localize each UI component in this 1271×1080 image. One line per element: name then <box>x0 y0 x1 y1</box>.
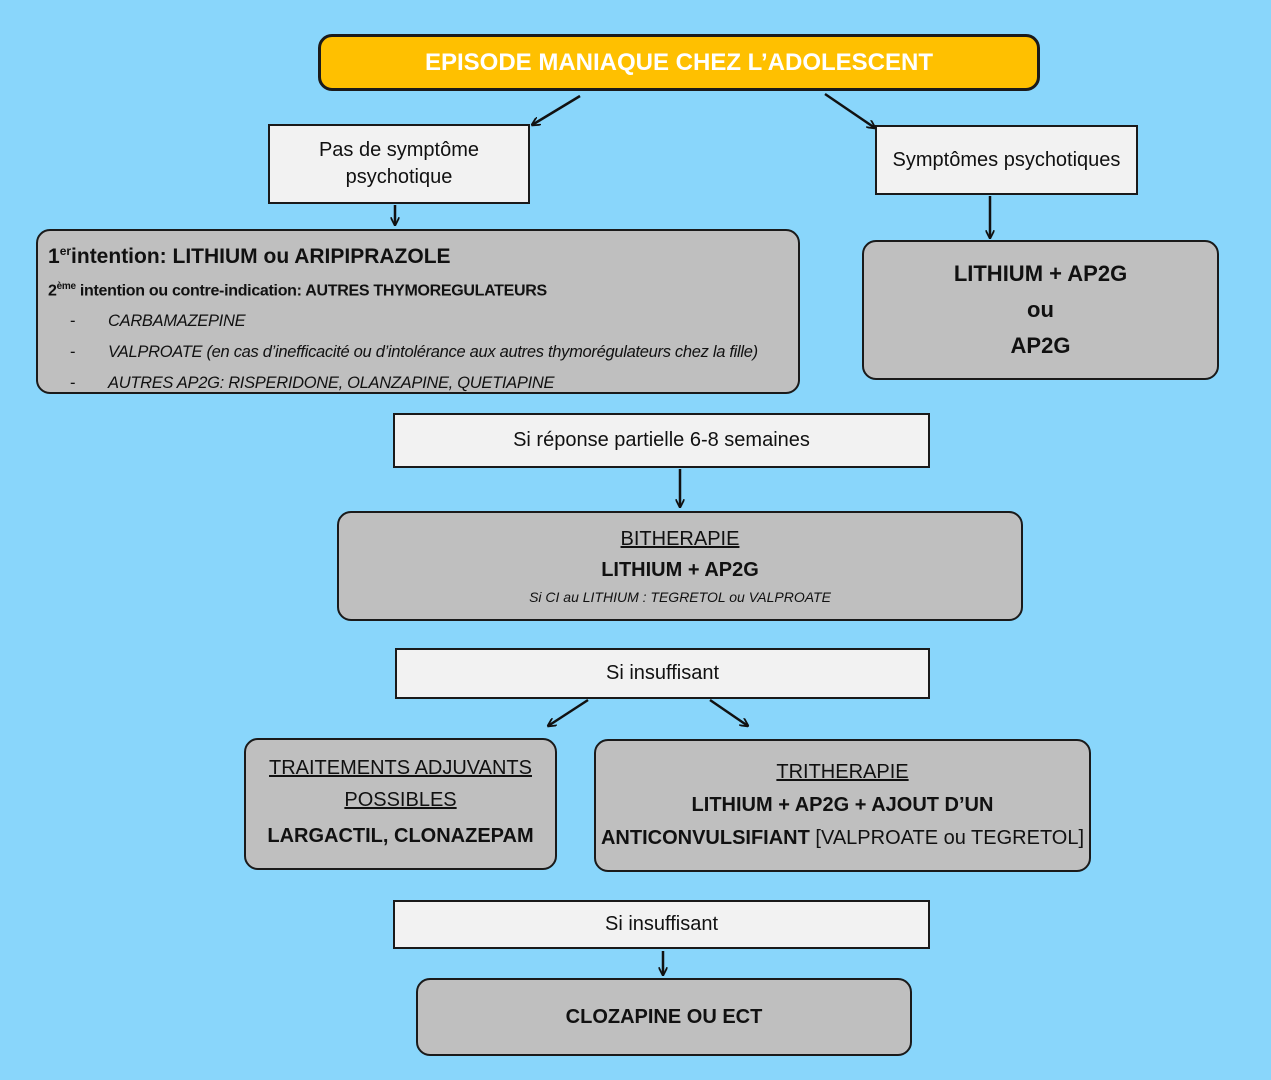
arrow-title-to-right <box>824 92 875 128</box>
partial-response-label: Si réponse partielle 6-8 semaines <box>513 429 810 451</box>
tritherapie-options: [VALPROATE ou TEGRETOL] <box>809 827 1085 849</box>
insufficient-box-2: Si insuffisant <box>393 900 930 949</box>
first-intention-number: 1 <box>48 245 60 268</box>
list-item-text: AUTRES AP2G: RISPERIDONE, OLANZAPINE, QU… <box>108 374 555 393</box>
insufficient-label-2: Si insuffisant <box>604 913 719 935</box>
first-intention-line: 1erintention: LITHIUM ou ARIPIPRAZOLE <box>48 236 798 272</box>
list-item: - AUTRES AP2G: RISPERIDONE, OLANZAPINE, Q… <box>48 368 798 399</box>
psychotic-treatment-line2: ou <box>1027 297 1054 322</box>
adjuvant-drugs: LARGACTIL, CLONAZEPAM <box>267 825 534 847</box>
tritherapie-line2: ANTICONVULSIFIANT [VALPROATE ou TEGRETOL… <box>601 822 1084 855</box>
second-intention-text: intention ou contre-indication: AUTRES T… <box>75 282 547 300</box>
arrow-title-to-left <box>532 94 581 125</box>
title-box: EPISODE MANIAQUE CHEZ L’ADOLESCENT <box>318 34 1040 91</box>
bitherapie-main: LITHIUM + AP2G <box>601 559 759 581</box>
first-intention-text: intention: LITHIUM ou ARIPIPRAZOLE <box>71 245 451 268</box>
bitherapie-box: BITHERAPIE LITHIUM + AP2G Si CI au LITHI… <box>337 511 1023 621</box>
second-intention-sup: ème <box>56 281 76 292</box>
list-bullet: - <box>70 343 76 362</box>
list-item: - CARBAMAZEPINE <box>48 306 798 337</box>
no-psychotic-symptom-box: Pas de symptôme psychotique <box>268 124 530 204</box>
tritherapie-anticonvulsant: ANTICONVULSIFIANT <box>600 827 810 849</box>
psychotic-treatment-box: LITHIUM + AP2G ou AP2G <box>862 240 1219 380</box>
bitherapie-note: Si CI au LITHIUM : TEGRETOL ou VALPROATE <box>529 589 831 605</box>
adjuvant-treatments-box: TRAITEMENTS ADJUVANTS POSSIBLES LARGACTI… <box>244 738 557 870</box>
no-psychotic-symptom-label: Pas de symptôme psychotique <box>318 139 480 188</box>
tritherapie-heading: TRITHERAPIE <box>776 761 909 783</box>
psychotic-symptoms-box: Symptômes psychotiques <box>875 125 1138 195</box>
psychotic-symptoms-label: Symptômes psychotiques <box>892 148 1121 171</box>
second-intention-number: 2 <box>48 282 57 300</box>
arrow-insufficient-to-adjuvants <box>548 698 589 726</box>
list-item-text: VALPROATE (en cas d’inefficacité ou d’in… <box>108 343 758 362</box>
psychotic-treatment-line1: LITHIUM + AP2G <box>953 261 1128 286</box>
list-item: - VALPROATE (en cas d’inefficacité ou d’i… <box>48 337 798 368</box>
final-treatment-label: CLOZAPINE OU ECT <box>565 1005 763 1028</box>
insufficient-box-1: Si insuffisant <box>395 648 930 699</box>
second-intention-line: 2ème intention ou contre-indication: AUT… <box>48 272 798 306</box>
list-bullet: - <box>70 312 76 331</box>
list-item-text: CARBAMAZEPINE <box>108 312 246 331</box>
arrow-insufficient-to-tritherapie <box>709 698 748 726</box>
partial-response-box: Si réponse partielle 6-8 semaines <box>393 413 930 468</box>
list-bullet: - <box>70 374 76 393</box>
final-treatment-box: CLOZAPINE OU ECT <box>416 978 912 1056</box>
adjuvant-heading-line1: TRAITEMENTS ADJUVANTS <box>269 757 532 779</box>
psychotic-treatment-line3: AP2G <box>1010 333 1071 358</box>
title-text: EPISODE MANIAQUE CHEZ L’ADOLESCENT <box>424 48 934 76</box>
tritherapie-box: TRITHERAPIE LITHIUM + AP2G + AJOUT D’UN … <box>594 739 1091 872</box>
tritherapie-line1: LITHIUM + AP2G + AJOUT D’UN <box>691 794 994 816</box>
first-line-treatment-box: 1erintention: LITHIUM ou ARIPIPRAZOLE 2è… <box>36 229 800 394</box>
bitherapie-heading: BITHERAPIE <box>620 528 740 550</box>
insufficient-label-1: Si insuffisant <box>605 662 720 684</box>
adjuvant-heading-line2: POSSIBLES <box>344 789 457 811</box>
first-intention-sup: er <box>59 244 72 258</box>
